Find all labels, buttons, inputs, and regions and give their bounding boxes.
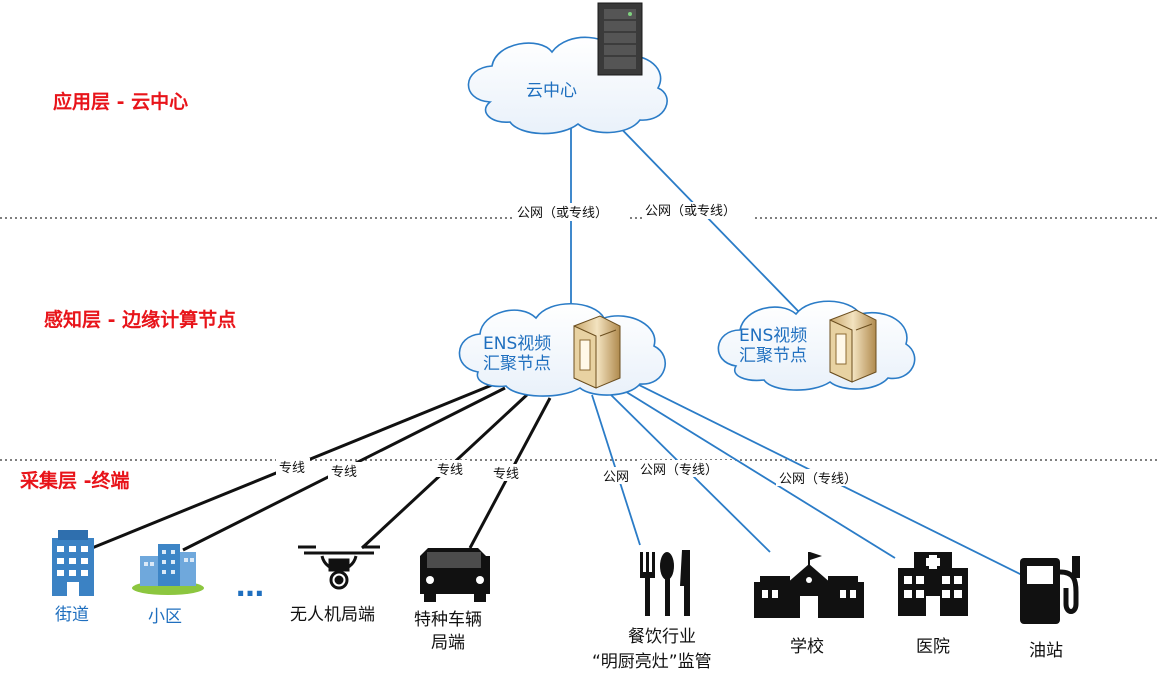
terminal-drone: 无人机局端 xyxy=(290,545,380,625)
link-label-street: 专线 xyxy=(279,461,305,476)
terminal-label-drone: 无人机局端 xyxy=(290,605,375,625)
terminal-school: 学校 xyxy=(754,552,864,657)
hospital-building-icon xyxy=(898,552,968,616)
terminal-vehicle: 特种车辆 局端 xyxy=(414,548,490,653)
link-label-drone: 专线 xyxy=(437,463,463,478)
link-label-catering: 公网 xyxy=(603,470,629,485)
terminal-label-school: 学校 xyxy=(790,637,824,657)
link-hospital xyxy=(614,384,896,559)
office-building-icon xyxy=(52,530,94,596)
terminal-street: 街道 xyxy=(52,530,94,625)
ens-node-1-label-line1: ENS视频 xyxy=(483,334,551,354)
terminal-community: 小区 xyxy=(132,544,204,627)
drone-icon xyxy=(298,545,380,590)
terminal-gas-station: 油站 xyxy=(1020,556,1080,661)
ens-node-1-label-line2: 汇聚节点 xyxy=(483,354,551,374)
terminal-label-gas-station: 油站 xyxy=(1029,641,1063,661)
link-label-vehicle: 专线 xyxy=(493,467,519,482)
terminal-label-hospital: 医院 xyxy=(916,637,950,657)
cloud-center-label: 云中心 xyxy=(526,81,577,101)
terminal-label-community: 小区 xyxy=(148,607,182,627)
terminal-ellipsis: … xyxy=(236,570,264,603)
terminal-label-street: 街道 xyxy=(55,605,89,625)
terminal-label-catering-line2: “明厨亮灶”监管 xyxy=(592,652,712,672)
link-label-hospital: 公网（专线） xyxy=(779,472,857,487)
ens-node-2-label-line2: 汇聚节点 xyxy=(739,346,807,366)
ens-node-1: ENS视频 汇聚节点 xyxy=(458,302,666,397)
terminal-label-vehicle-line1: 特种车辆 xyxy=(414,610,482,630)
terminal-catering: 餐饮行业 “明厨亮灶”监管 xyxy=(592,550,712,672)
terminal-label-vehicle-line2: 局端 xyxy=(431,633,465,653)
link-label-cloud-ens1: 公网（或专线） xyxy=(517,206,608,221)
layer-label-collection: 采集层 -终端 xyxy=(20,469,130,492)
edge-server-icon xyxy=(573,315,621,389)
ens-node-2-label-line1: ENS视频 xyxy=(739,326,807,346)
fork-spoon-knife-icon xyxy=(640,550,690,616)
residential-buildings-icon xyxy=(132,544,204,595)
ens-node-2: ENS视频 汇聚节点 xyxy=(717,300,916,391)
link-label-community: 专线 xyxy=(331,465,357,480)
suv-icon xyxy=(420,548,490,602)
gas-pump-icon xyxy=(1020,556,1080,624)
layer-label-application: 应用层 - 云中心 xyxy=(53,90,188,113)
layer-label-perception: 感知层 - 边缘计算节点 xyxy=(44,308,236,331)
terminal-hospital: 医院 xyxy=(898,552,968,657)
server-rack-icon xyxy=(597,2,643,76)
terminal-label-catering-line1: 餐饮行业 xyxy=(628,627,696,647)
edge-server-icon xyxy=(829,309,877,383)
link-label-cloud-ens2: 公网（或专线） xyxy=(645,204,736,219)
cloud-center-node: 云中心 xyxy=(467,2,668,135)
school-building-icon xyxy=(754,552,864,618)
link-label-school: 公网（专线） xyxy=(640,463,718,478)
